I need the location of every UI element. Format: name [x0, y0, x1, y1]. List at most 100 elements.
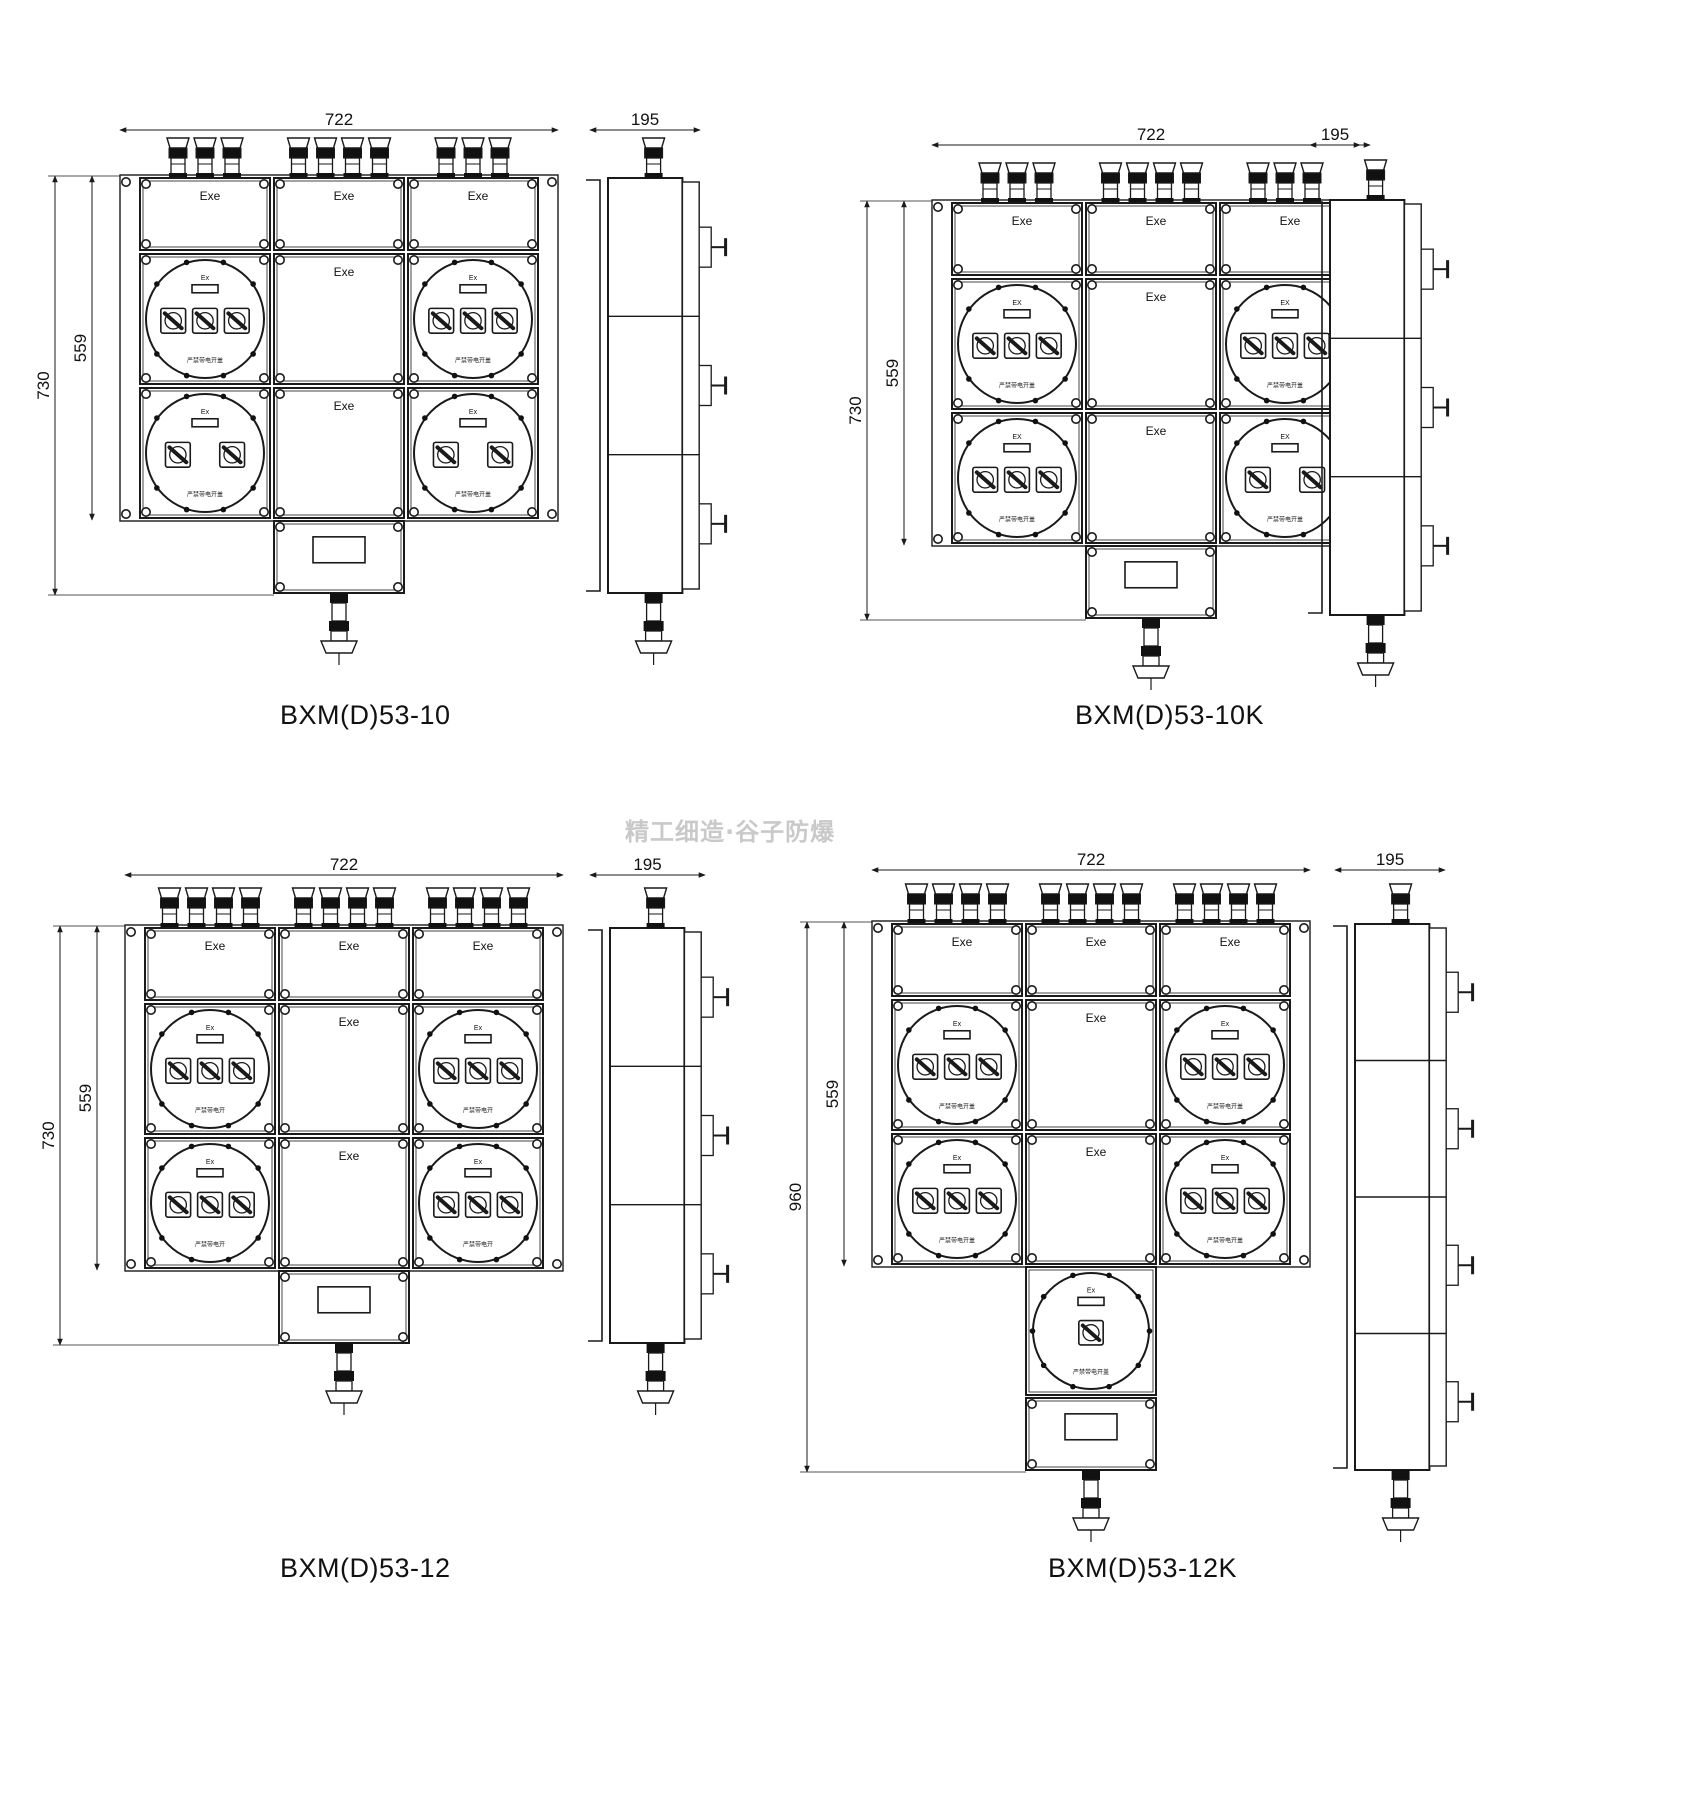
bolt — [1145, 1399, 1156, 1410]
bolt — [392, 506, 403, 517]
bolt — [1027, 1253, 1038, 1264]
bolt — [1010, 984, 1021, 995]
bolt — [1027, 1459, 1038, 1470]
rotary-switch-icon — [975, 1187, 1002, 1214]
cable-gland — [434, 137, 458, 178]
exe-panel: Exe — [891, 923, 1023, 997]
cover-bolt — [1270, 1231, 1276, 1237]
bolt — [1161, 924, 1172, 935]
bolt — [146, 988, 157, 999]
cable-gland — [1005, 162, 1029, 203]
bolt — [1205, 531, 1216, 542]
bolt — [952, 413, 963, 424]
bolt — [392, 521, 403, 532]
bolt — [1027, 1135, 1038, 1146]
exe-label: Exe — [1086, 935, 1107, 949]
bottom-cable-gland — [319, 593, 359, 665]
bolt — [1071, 263, 1082, 274]
bolt — [551, 926, 562, 937]
bolt — [1161, 984, 1172, 995]
nameplate — [464, 1167, 492, 1178]
cable-gland — [1125, 162, 1150, 203]
exe-label: Exe — [200, 189, 221, 203]
nameplate — [1211, 1163, 1239, 1174]
cover-bolt — [1002, 1161, 1008, 1167]
cover-bolt — [1040, 1362, 1047, 1369]
cable-gland — [641, 137, 666, 178]
bolt — [126, 1259, 137, 1270]
side-body — [1329, 199, 1406, 616]
nameplate — [943, 1163, 971, 1174]
dim-depth-text: 195 — [1321, 125, 1349, 144]
rotary-switch-icon — [1003, 332, 1031, 359]
bolt — [258, 388, 269, 399]
rotary-switch-icon — [496, 1057, 523, 1084]
side-handle — [700, 1114, 714, 1157]
cable-gland — [488, 137, 512, 178]
bolt — [146, 1004, 157, 1015]
cover-bolt — [1203, 1139, 1210, 1146]
cover-bolt — [518, 351, 524, 357]
cover-bolt — [154, 485, 160, 491]
mount-bracket — [588, 929, 603, 1342]
cable-gland — [425, 887, 450, 928]
cable-gland — [220, 137, 244, 178]
cover-bolt — [159, 1101, 165, 1107]
cover-bolt — [523, 1235, 529, 1241]
exe-panel: Exe — [1085, 202, 1217, 276]
bolt — [1087, 546, 1098, 557]
exe-label: Exe — [1012, 214, 1033, 228]
cover-bolt — [1240, 1139, 1247, 1146]
rotary-switch-icon — [1211, 1053, 1239, 1080]
exe-label: Exe — [339, 1149, 360, 1163]
cable-gland — [1119, 883, 1144, 924]
cable-gland — [1098, 162, 1123, 203]
cover-bolt — [1263, 418, 1270, 425]
bolt — [892, 984, 903, 995]
exe-label: Exe — [334, 189, 355, 203]
nameplate — [943, 1029, 971, 1040]
bolt — [397, 1139, 408, 1150]
exe-panel: Exe — [139, 177, 271, 251]
cover-bolt — [935, 1139, 942, 1146]
cover-bolt — [154, 281, 160, 287]
bolt — [279, 1272, 290, 1283]
exe-panel: Exe — [278, 1137, 410, 1269]
bolt — [397, 1332, 408, 1343]
cover-bolt — [1240, 1118, 1247, 1125]
nameplate — [1211, 1029, 1239, 1040]
cover-bolt — [1263, 397, 1270, 404]
cable-gland — [985, 883, 1010, 924]
cover-bolt — [422, 415, 428, 421]
cable-gland — [1152, 162, 1177, 203]
dim-depth-text: 195 — [1376, 850, 1404, 869]
window-panel — [273, 520, 405, 594]
cover-bolt — [451, 393, 458, 400]
side-view — [1308, 159, 1450, 687]
bolt — [279, 988, 290, 999]
dim-height: 730 — [34, 175, 58, 596]
cover-bolt — [1234, 306, 1240, 312]
bolt — [1205, 279, 1216, 290]
exe-label: Exe — [473, 939, 494, 953]
nameplate — [1003, 308, 1031, 319]
bolt — [258, 255, 269, 266]
bolt — [1010, 1253, 1021, 1264]
cover-bolt — [966, 306, 972, 312]
cover-bolt — [188, 1122, 195, 1129]
cover-bolt — [935, 1252, 942, 1259]
bottom-cable-gland — [1131, 618, 1171, 690]
cover-bolt — [995, 284, 1002, 291]
exe-label: Exe — [205, 939, 226, 953]
bolt — [413, 988, 424, 999]
bolt — [551, 1259, 562, 1270]
cover-bolt — [422, 351, 428, 357]
bolt — [408, 179, 419, 190]
exe-label: Exe — [1146, 424, 1167, 438]
cover-bolt — [972, 1139, 979, 1146]
mount-bracket — [586, 179, 601, 592]
bolt — [1087, 413, 1098, 424]
bottom-cable-gland — [1356, 615, 1395, 687]
